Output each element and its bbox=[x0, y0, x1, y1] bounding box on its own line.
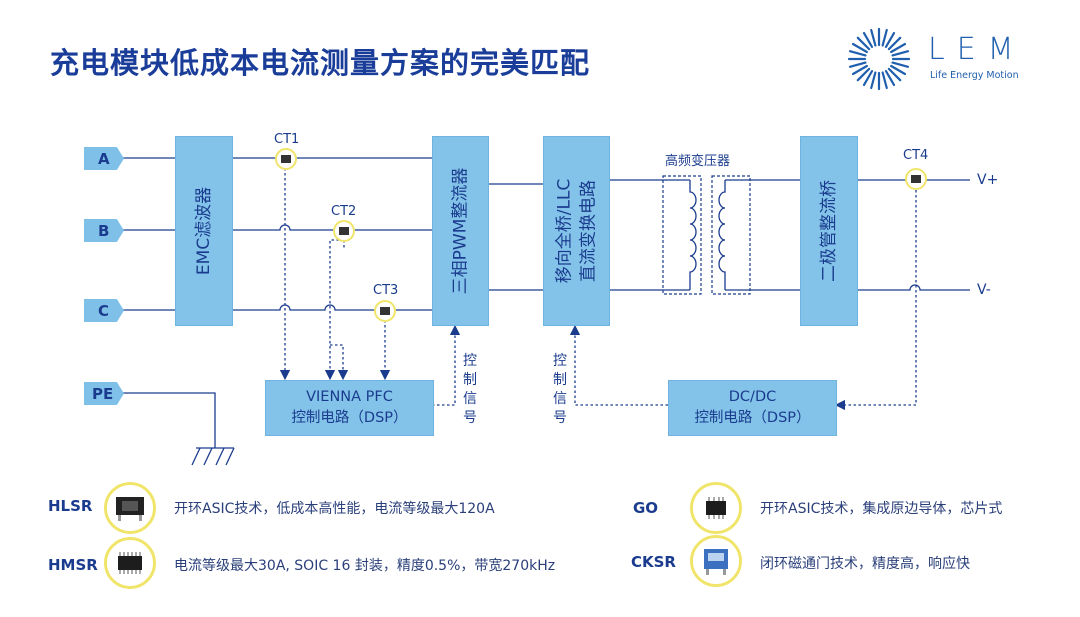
sensor-label-ct3: CT3 bbox=[373, 283, 399, 298]
legend-desc-cksr: 闭环磁通门技术，精度高，响应快 bbox=[760, 556, 970, 572]
transformer-label: 高频变压器 bbox=[665, 154, 731, 169]
terminal-c: C bbox=[84, 299, 124, 322]
sensor-label-ct1: CT1 bbox=[274, 132, 300, 147]
sensor-label-ct4: CT4 bbox=[903, 148, 929, 163]
cksr-sensor-icon bbox=[690, 535, 742, 587]
legend-name-hmsr: HMSR bbox=[48, 556, 98, 574]
page-title: 充电模块低成本电流测量方案的完美匹配 bbox=[50, 46, 591, 80]
pwm-rectifier-block: 三相PWM整流器 bbox=[432, 136, 489, 326]
legend-desc-hlsr: 开环ASIC技术，低成本高性能，电流等级最大120A bbox=[174, 501, 495, 517]
sensor-label-ct2: CT2 bbox=[331, 204, 357, 219]
terminal-a: A bbox=[84, 147, 124, 170]
legend-name-hlsr: HLSR bbox=[48, 497, 93, 515]
lem-sunburst-icon bbox=[847, 27, 911, 91]
terminal-b: B bbox=[84, 219, 124, 242]
ct2-sensor-icon bbox=[333, 220, 355, 242]
pfc-control-signal-label: 控制信号 bbox=[463, 353, 477, 426]
diode-bridge-block: 二极管整流桥 bbox=[800, 136, 858, 326]
logo-tagline: Life Energy Motion bbox=[930, 70, 1019, 81]
ct4-sensor-icon bbox=[905, 168, 927, 190]
hmsr-chip-icon bbox=[104, 537, 156, 589]
legend-desc-hmsr: 电流等级最大30A, SOIC 16 封装，精度0.5%，带宽270kHz bbox=[174, 558, 556, 574]
output-positive-label: V+ bbox=[977, 172, 999, 188]
legend-name-go: GO bbox=[633, 499, 659, 517]
ct3-sensor-icon bbox=[374, 300, 396, 322]
output-negative-label: V- bbox=[977, 282, 991, 298]
emc-filter-block: EMC滤波器 bbox=[175, 136, 233, 326]
legend-desc-go: 开环ASIC技术，集成原边导体，芯片式 bbox=[760, 501, 1003, 517]
go-chip-icon bbox=[690, 482, 742, 534]
logo-wordmark: LEM bbox=[928, 32, 1026, 67]
terminal-pe: PE bbox=[84, 382, 124, 405]
dcdc-control-signal-label: 控制信号 bbox=[553, 353, 567, 426]
ct1-sensor-icon bbox=[275, 148, 297, 170]
hlsr-sensor-icon bbox=[104, 482, 156, 534]
legend-name-cksr: CKSR bbox=[631, 553, 676, 571]
